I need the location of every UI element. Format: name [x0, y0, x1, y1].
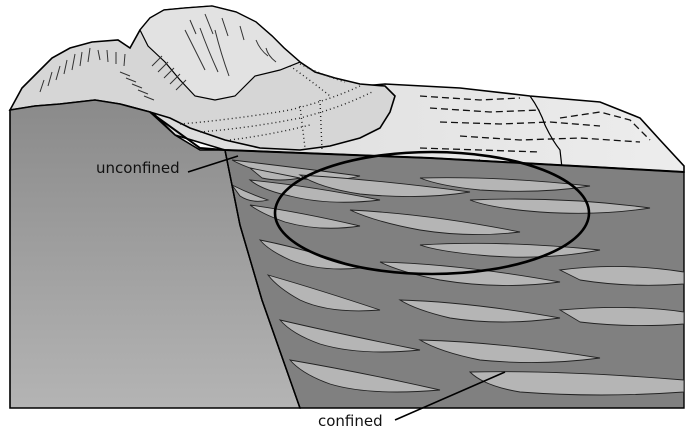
- unconfined-label: unconfined: [96, 161, 180, 176]
- confined-label: confined: [318, 414, 383, 429]
